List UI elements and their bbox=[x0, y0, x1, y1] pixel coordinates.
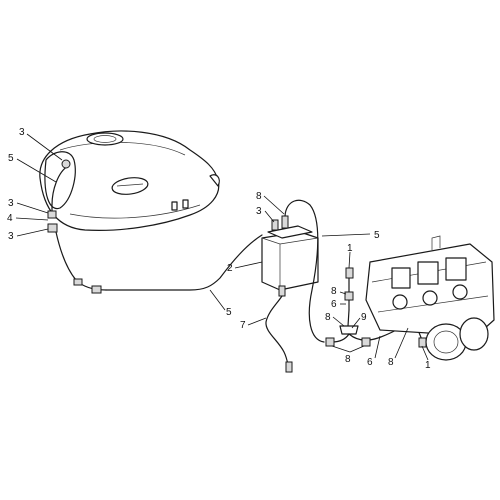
callout-labels: 3 5 3 4 3 8 3 5 1 2 5 7 8 6 8 9 8 6 8 1 bbox=[7, 127, 431, 371]
callout-9-t-fitting: 9 bbox=[361, 312, 367, 323]
callout-6-center-lower: 6 bbox=[367, 357, 373, 368]
engine-throttle-body bbox=[365, 235, 495, 361]
callout-2-canister: 2 bbox=[227, 263, 233, 274]
fuel-tank bbox=[39, 130, 220, 231]
callout-8-center-lower: 8 bbox=[345, 354, 351, 365]
callout-3-canister-top: 3 bbox=[256, 206, 262, 217]
callout-5-lower-hose: 5 bbox=[226, 307, 232, 318]
callout-7-drain-hose: 7 bbox=[240, 320, 246, 331]
callout-8-center-upper: 8 bbox=[331, 286, 337, 297]
callout-8-canister-top: 8 bbox=[256, 191, 262, 202]
callout-8-right-lower: 8 bbox=[388, 357, 394, 368]
callout-3-tank-top: 3 bbox=[19, 127, 25, 138]
callout-5-tank-hose: 5 bbox=[8, 153, 14, 164]
callout-3-left-upper: 3 bbox=[8, 198, 14, 209]
canister-hoses bbox=[265, 199, 325, 373]
t-fittings bbox=[325, 267, 427, 348]
fittings-left bbox=[47, 159, 102, 294]
callout-8-center-mid: 8 bbox=[325, 312, 331, 323]
callout-3-left-lower: 3 bbox=[8, 231, 14, 242]
callout-4-left: 4 bbox=[7, 213, 13, 224]
callout-1-upper-fitting: 1 bbox=[347, 243, 353, 254]
callout-1-right-lower: 1 bbox=[425, 360, 431, 371]
leader-lines bbox=[15, 133, 429, 361]
carbon-canister bbox=[261, 215, 319, 297]
callout-6-center-upper: 6 bbox=[331, 299, 337, 310]
callout-5-right-hose: 5 bbox=[374, 230, 380, 241]
